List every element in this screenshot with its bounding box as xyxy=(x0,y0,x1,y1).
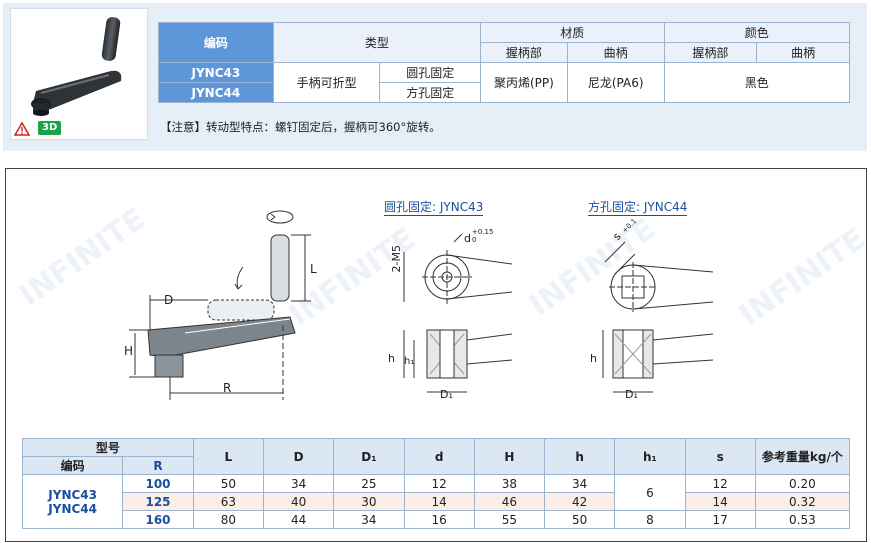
col-color-header: 颜色 xyxy=(663,22,851,43)
dim-h-label: h xyxy=(388,352,395,365)
cell-s: 14 xyxy=(684,492,756,511)
cell-H: 55 xyxy=(473,510,546,529)
cell-h: 50 xyxy=(544,510,616,529)
cell-L: 63 xyxy=(192,492,264,511)
material-crank: 尼龙(PA6) xyxy=(566,62,665,103)
cell-weight: 0.53 xyxy=(754,510,851,529)
round-hole-drawing xyxy=(403,233,513,393)
cell-D1: 34 xyxy=(333,510,405,529)
code-jync43-cell[interactable]: JYNC43 xyxy=(48,487,97,502)
model-header: 型号 xyxy=(22,438,194,457)
col-weight: 参考重量kg/个 xyxy=(754,438,851,475)
cell-weight: 0.32 xyxy=(754,492,851,511)
sub-crank-color: 曲柄 xyxy=(756,42,850,63)
type-main: 手柄可折型 xyxy=(272,62,381,103)
sub-grip-color: 握柄部 xyxy=(663,42,758,63)
note-text: 【注意】转动型特点：螺钉固定后，握柄可360°旋转。 xyxy=(160,120,441,134)
dim-d-tol2: 0 xyxy=(472,236,477,244)
table-row: 125 63 40 30 14 46 42 14 0.32 xyxy=(23,492,851,511)
cell-d: 16 xyxy=(403,510,475,529)
dim-D-label: D xyxy=(164,293,174,307)
cell-D1: 25 xyxy=(333,474,405,493)
dim-D1-label-sq: D₁ xyxy=(625,388,638,401)
square-hole-title: 方孔固定: JYNC44 xyxy=(588,200,688,216)
cell-H: 38 xyxy=(473,474,546,493)
cell-weight: 0.20 xyxy=(754,474,851,493)
warning-icon xyxy=(14,122,30,136)
dim-H-label: H xyxy=(124,344,134,358)
code-jync43[interactable]: JYNC43 xyxy=(158,62,274,83)
cell-R: 125 xyxy=(122,492,194,511)
cell-h: 34 xyxy=(544,474,616,493)
square-hole-drawing xyxy=(602,241,714,393)
dim-h-label-sq: h xyxy=(590,352,597,365)
dim-m5-label: 2-M5 xyxy=(390,245,403,273)
spec-table: 型号 L D D₁ d H h h₁ s 参考重量kg/个 编码 R JYNC4… xyxy=(21,438,851,529)
dim-d-label: d xyxy=(464,232,471,245)
dim-L-label: L xyxy=(310,262,317,276)
cell-D: 34 xyxy=(262,474,335,493)
cell-D: 40 xyxy=(262,492,335,511)
cell-h: 42 xyxy=(544,492,616,511)
product-image xyxy=(10,8,148,140)
material-grip: 聚丙烯(PP) xyxy=(480,62,568,103)
cell-R: 160 xyxy=(122,510,194,529)
crank-side-view-drawing xyxy=(129,210,311,400)
cell-L: 50 xyxy=(192,474,264,493)
dim-R-label: R xyxy=(223,381,232,395)
cell-D1: 30 xyxy=(333,492,405,511)
round-hole-title: 圆孔固定: JYNC43 xyxy=(384,200,484,216)
dim-D1-label: D₁ xyxy=(440,388,453,401)
sub-grip: 握柄部 xyxy=(480,42,568,63)
col-d: d xyxy=(403,438,475,475)
dim-h1-label: h₁ xyxy=(404,356,415,367)
sub-crank: 曲柄 xyxy=(566,42,665,63)
table-row: 160 80 44 34 16 55 50 8 17 0.53 xyxy=(23,510,851,529)
col-D1: D₁ xyxy=(333,438,405,475)
cell-D: 44 xyxy=(262,510,335,529)
cell-h1: 6 xyxy=(614,474,686,511)
cell-H: 46 xyxy=(473,492,546,511)
cell-d: 12 xyxy=(403,474,475,493)
cell-h1: 8 xyxy=(614,510,686,529)
cell-d: 14 xyxy=(403,492,475,511)
cell-L: 80 xyxy=(192,510,264,529)
dim-d-tol: +0.15 xyxy=(472,228,494,236)
R-header: R xyxy=(122,456,194,475)
col-D: D xyxy=(262,438,335,475)
type-round: 圆孔固定 xyxy=(379,62,482,83)
col-type-header: 类型 xyxy=(272,22,482,63)
col-L: L xyxy=(192,438,264,475)
col-code-header: 编码 xyxy=(158,22,274,63)
code-jync44-cell[interactable]: JYNC44 xyxy=(48,501,97,516)
cell-s: 12 xyxy=(684,474,756,493)
col-h: h xyxy=(544,438,616,475)
col-material-header: 材质 xyxy=(480,22,665,43)
cell-R: 100 xyxy=(122,474,194,493)
product-type-table: 编码 类型 材质 颜色 握柄部 曲柄 握柄部 曲柄 JYNC43 手柄可折型 圆… xyxy=(158,22,851,103)
color-value: 黑色 xyxy=(663,62,851,103)
col-s: s xyxy=(684,438,756,475)
cell-s: 17 xyxy=(684,510,756,529)
type-square: 方孔固定 xyxy=(379,82,482,103)
col-h1: h₁ xyxy=(614,438,686,475)
code-jync44[interactable]: JYNC44 xyxy=(158,82,274,103)
crank-handle-photo xyxy=(31,17,122,116)
col-H: H xyxy=(473,438,546,475)
3d-badge[interactable]: 3D xyxy=(38,121,62,135)
code-header: 编码 xyxy=(21,456,124,475)
